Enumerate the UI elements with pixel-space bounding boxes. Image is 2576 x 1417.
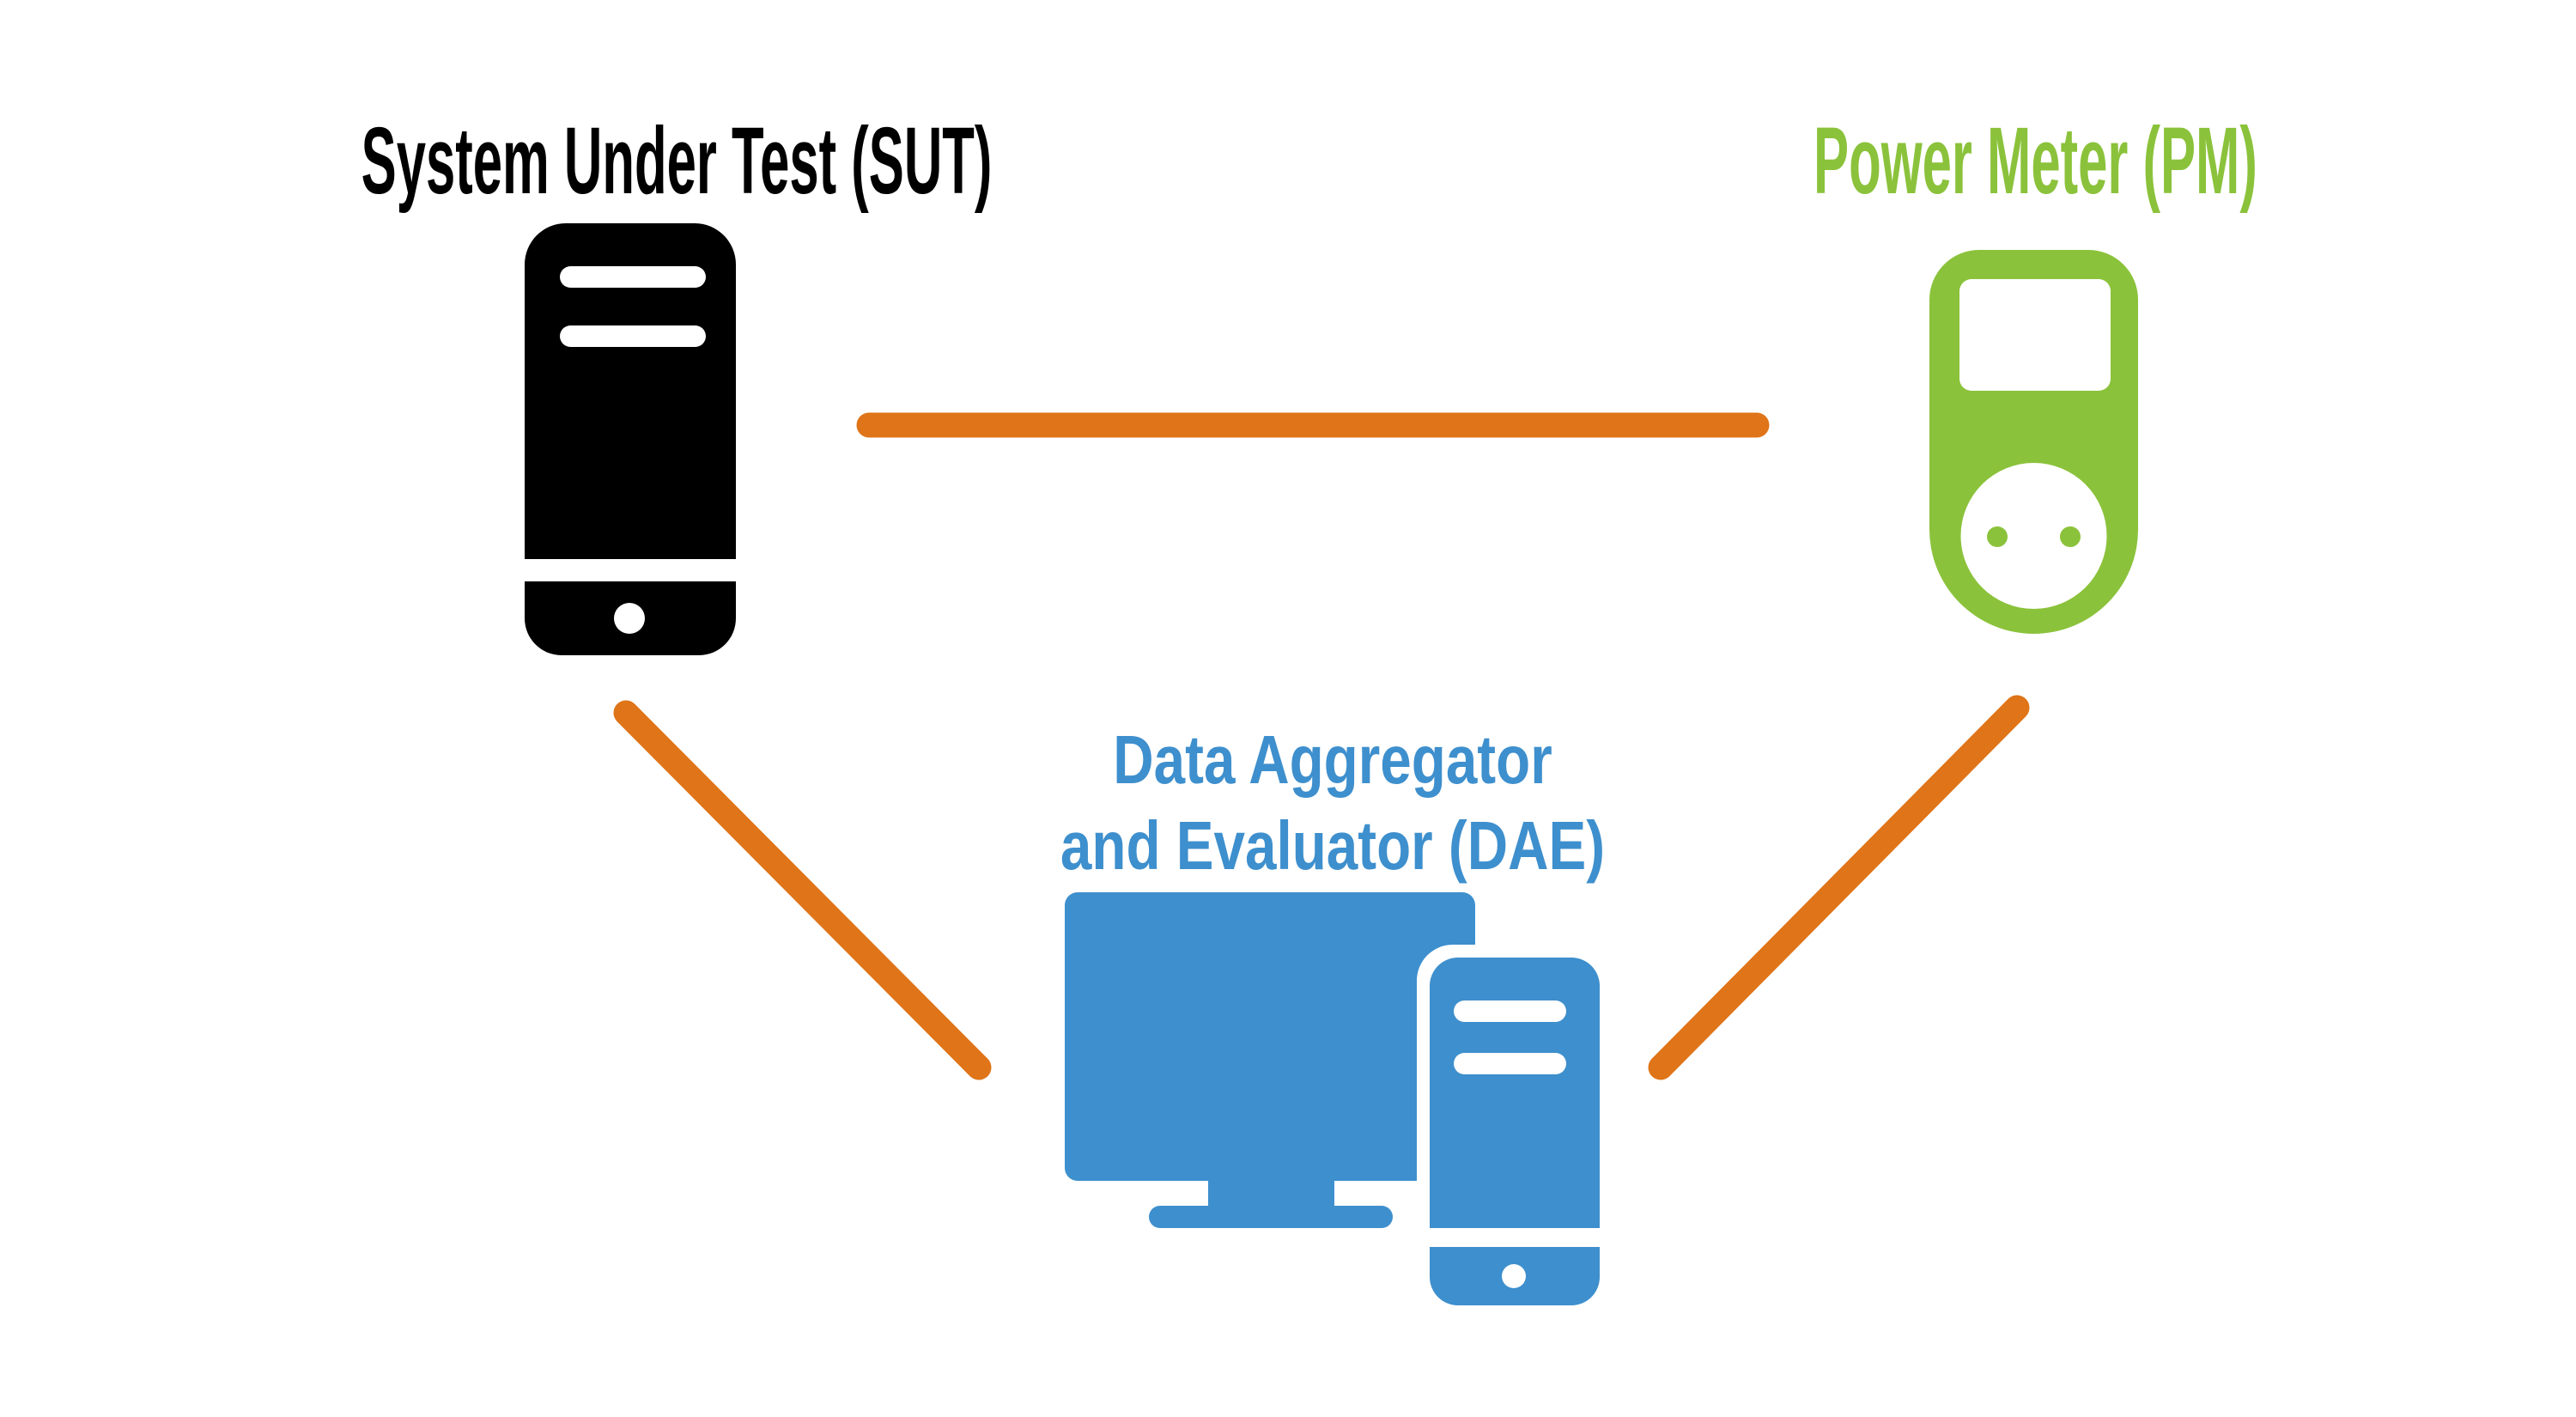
connection-sut-dae <box>613 700 992 1080</box>
tower-body <box>1430 958 1600 1228</box>
connection-pm-dae <box>1648 695 2030 1080</box>
pm-label-text: Power Meter (PM) <box>1813 108 2257 214</box>
server-vent-slot <box>560 325 706 347</box>
dae-label-line2: and Evaluator (DAE) <box>1060 807 1606 884</box>
tower-vent-slot <box>1454 1000 1566 1022</box>
server-tower-icon <box>525 223 736 655</box>
power-meter-display <box>1959 279 2111 391</box>
power-meter-socket <box>1960 463 2107 609</box>
sut-label-text: System Under Test (SUT) <box>361 108 993 214</box>
server-vent-slot <box>560 266 706 288</box>
socket-pin-hole <box>2060 526 2081 547</box>
monitor-stand-neck <box>1208 1176 1334 1206</box>
dae-label-line1: Data Aggregator <box>1113 721 1552 798</box>
dae-label: Data Aggregator and Evaluator (DAE) <box>817 717 1848 889</box>
monitor-stand-base <box>1149 1206 1393 1228</box>
monitor-screen <box>1065 892 1475 1181</box>
tower-vent-slot <box>1454 1053 1566 1074</box>
socket-pin-hole <box>1987 526 2008 547</box>
pm-label: Power Meter (PM) <box>1520 110 2550 213</box>
server-power-button <box>614 603 645 634</box>
power-meter-icon <box>1929 250 2138 634</box>
desktop-and-tower-icon <box>1065 892 1613 1317</box>
sut-label: System Under Test (SUT) <box>113 110 1144 213</box>
server-body <box>525 223 736 559</box>
tower-power-button <box>1502 1264 1526 1288</box>
